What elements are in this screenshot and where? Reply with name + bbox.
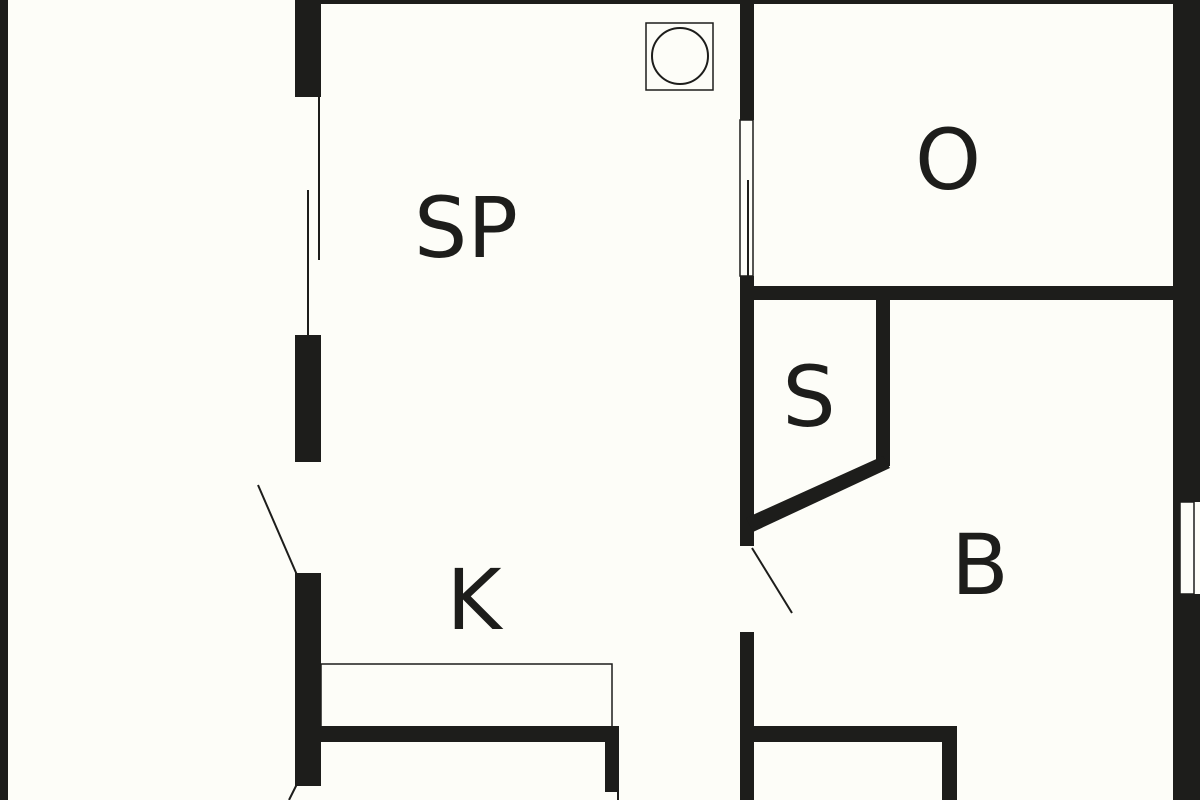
outer-wall-left xyxy=(0,0,8,800)
wall-right-window-back xyxy=(1173,502,1180,594)
window-center-frame xyxy=(739,119,754,277)
wall-kitchen-bottom xyxy=(321,726,619,742)
wall-left-mid xyxy=(295,335,321,462)
room-label-sp: SP xyxy=(414,179,518,277)
room-label-b: B xyxy=(951,516,1009,614)
wall-right-upper xyxy=(1173,0,1200,502)
wall-b-bottom-stub xyxy=(942,726,957,800)
door-left-bottom-leaf xyxy=(288,783,298,800)
wall-center-mid xyxy=(740,276,754,546)
door-left-leaf xyxy=(257,484,298,576)
wall-center-lower xyxy=(740,632,754,800)
wall-b-bottom xyxy=(754,726,956,742)
wall-o-bottom xyxy=(740,286,1200,300)
room-label-k: K xyxy=(446,551,503,649)
window-right xyxy=(1179,501,1195,595)
wall-s-diagonal xyxy=(746,456,890,532)
wall-s-right xyxy=(876,286,890,466)
kitchen-counter xyxy=(320,663,613,729)
room-label-s: S xyxy=(782,348,835,446)
wall-right-lower xyxy=(1173,594,1200,800)
opening-bottom-left xyxy=(605,792,617,800)
wall-kitchen-bottom-stub xyxy=(605,726,619,800)
circle-in-square-icon xyxy=(645,22,714,91)
wall-center-top xyxy=(740,0,754,120)
wall-left-lower xyxy=(295,573,321,786)
door-center-leaf xyxy=(751,547,793,614)
wall-left-upper xyxy=(295,0,321,97)
room-label-o: O xyxy=(915,111,981,209)
